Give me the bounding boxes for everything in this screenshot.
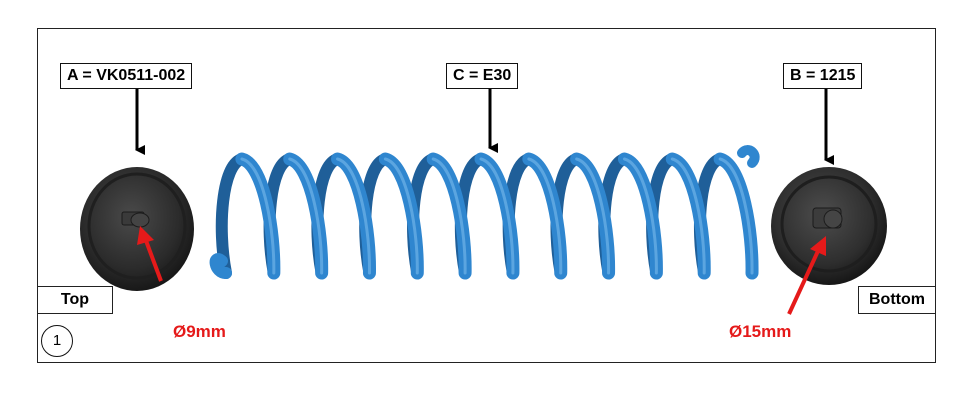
spring-end-right bbox=[737, 145, 760, 168]
spring-coil-highlight bbox=[670, 157, 706, 275]
spring-coil-highlight bbox=[240, 157, 276, 275]
top-label: Top bbox=[37, 286, 113, 314]
left-diameter-arrow bbox=[137, 226, 163, 282]
left-diameter-label: Ø9mm bbox=[173, 322, 226, 341]
spring-coil-highlight bbox=[575, 157, 611, 275]
spring-coil-highlight bbox=[288, 157, 324, 275]
spring-coil-highlight bbox=[622, 157, 658, 275]
coil-spring bbox=[209, 145, 760, 280]
callout-c-spring-code: C = E30 bbox=[446, 63, 519, 89]
figure-number-badge: 1 bbox=[41, 325, 73, 357]
right-diameter-arrow bbox=[787, 236, 826, 315]
spring-coil-highlight bbox=[527, 157, 563, 275]
spring-coil-highlight bbox=[718, 157, 754, 275]
callout-a-part-number: A = VK0511-002 bbox=[60, 63, 193, 89]
spring-end-left bbox=[209, 253, 232, 279]
bottom-label: Bottom bbox=[858, 286, 936, 314]
spring-coil-highlight bbox=[383, 157, 419, 275]
bottom-spring-seat bbox=[771, 167, 887, 285]
spring-coil-highlight bbox=[336, 157, 371, 275]
top-spring-seat bbox=[80, 167, 194, 291]
right-diameter-label: Ø15mm bbox=[729, 322, 792, 341]
spring-coil-highlight bbox=[479, 157, 515, 275]
callout-b-seat-code: B = 1215 bbox=[783, 63, 863, 89]
spring-coil-highlight bbox=[431, 157, 467, 275]
